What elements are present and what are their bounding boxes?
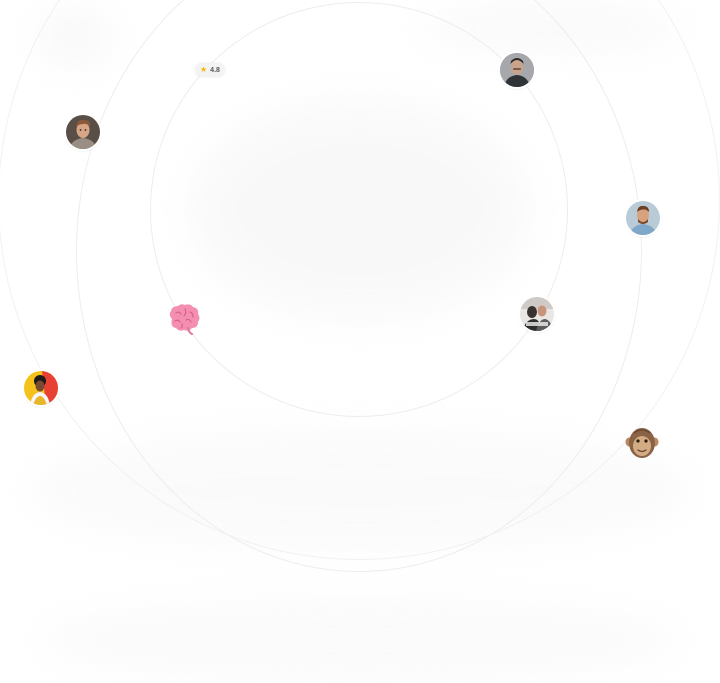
rating-badge: ★ 4.8 — [195, 63, 225, 77]
star-icon: ★ — [200, 65, 208, 74]
avatar-man-blue-shirt[interactable] — [626, 201, 660, 235]
monkey-face-icon — [625, 426, 659, 467]
background-blob — [40, 600, 680, 680]
avatar-man-dark-hair[interactable] — [500, 53, 534, 87]
rating-value: 4.8 — [210, 66, 220, 74]
avatar-woman-yellow-bg[interactable] — [24, 371, 58, 405]
avatar-group-photo[interactable] — [520, 297, 554, 331]
brain-icon — [166, 303, 202, 340]
avatar-man-brown-hair[interactable] — [66, 115, 100, 149]
